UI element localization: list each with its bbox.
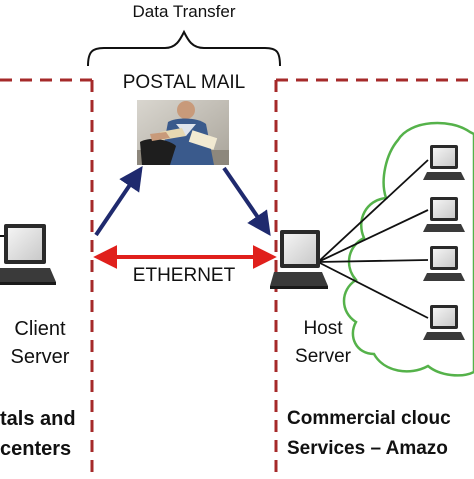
right-region-label-line2: Services – Amazo	[287, 438, 448, 459]
host-laptop-icon	[270, 230, 328, 289]
cloud-laptop-icon	[423, 197, 465, 232]
postal-arrow-up	[94, 166, 143, 237]
left-region-label-line2: centers	[0, 438, 72, 460]
ethernet-label: ETHERNET	[132, 265, 236, 286]
data-transfer-label: Data Transfer	[132, 2, 236, 21]
left-region-border	[0, 78, 94, 474]
client-label-line2: Server	[10, 346, 70, 368]
host-label-line2: Server	[295, 346, 351, 367]
client-laptop-icon	[0, 224, 56, 285]
cloud-laptop-icon	[423, 145, 465, 180]
left-region-label-line1: tals and	[0, 408, 76, 430]
right-region-label-line1: Commercial clouc	[287, 408, 451, 429]
postal-arrows	[94, 166, 271, 237]
data-transfer-brace	[87, 29, 281, 67]
postal-arrow-down	[222, 166, 271, 236]
cloud-connections	[317, 159, 429, 319]
cloud-laptop-icon	[423, 246, 465, 281]
cloud-laptop-icon	[423, 305, 465, 340]
right-region-border	[274, 78, 474, 474]
host-label-line1: Host	[303, 318, 343, 339]
client-label-line1: Client	[14, 318, 66, 340]
postal-mail-label: POSTAL MAIL	[122, 72, 246, 93]
mail-carrier-photo	[137, 100, 229, 165]
